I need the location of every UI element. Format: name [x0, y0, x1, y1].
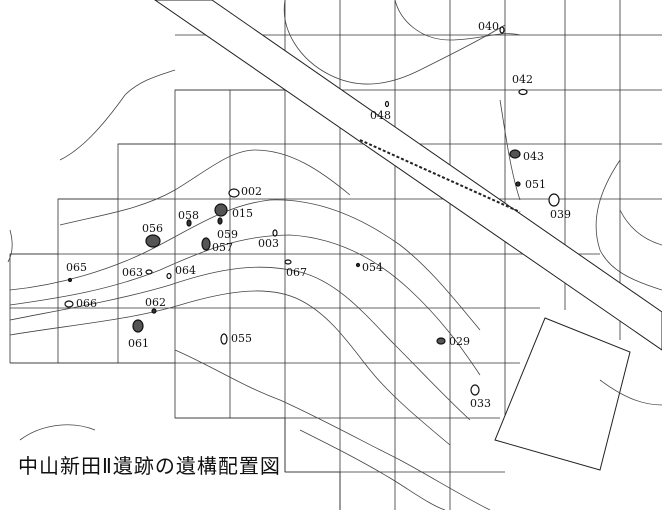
- feature-label-040: 040: [478, 20, 499, 33]
- feature-label-063: 063: [122, 266, 143, 279]
- feature-label-067: 067: [286, 266, 307, 279]
- feature-label-055: 055: [231, 332, 252, 345]
- feature-label-048: 048: [370, 109, 391, 122]
- feature-label-065: 065: [66, 261, 87, 274]
- map-title: 中山新田Ⅱ遺跡の遺構配置図: [18, 454, 281, 478]
- grid-lines: [9, 0, 662, 510]
- feature-label-002: 002: [241, 185, 262, 198]
- feature-label-039: 039: [550, 208, 571, 221]
- feature-label-056: 056: [142, 222, 163, 235]
- feature-label-062: 062: [145, 296, 166, 309]
- feature-label-059: 059: [217, 228, 238, 241]
- feature-label-003: 003: [258, 237, 279, 250]
- feature-label-015: 015: [232, 207, 253, 220]
- feature-label-029: 029: [449, 335, 470, 348]
- road-band-lower: [494, 317, 631, 471]
- feature-label-066: 066: [76, 297, 97, 310]
- feature-label-057: 057: [212, 241, 233, 254]
- road-band: [154, 0, 662, 351]
- road-edge-dash: [359, 139, 521, 213]
- feature-label-058: 058: [178, 209, 199, 222]
- contour-lines: [7, 0, 662, 510]
- feature-markers: [64, 26, 560, 396]
- feature-label-051: 051: [525, 178, 546, 191]
- feature-label-054: 054: [362, 261, 383, 274]
- feature-label-033: 033: [470, 397, 491, 410]
- feature-label-042: 042: [512, 73, 533, 86]
- feature-label-061: 061: [128, 337, 149, 350]
- feature-label-064: 064: [175, 264, 196, 277]
- feature-labels: 040 042 048 043 051 039 002 015 058 056 …: [66, 20, 571, 410]
- feature-label-043: 043: [523, 150, 544, 163]
